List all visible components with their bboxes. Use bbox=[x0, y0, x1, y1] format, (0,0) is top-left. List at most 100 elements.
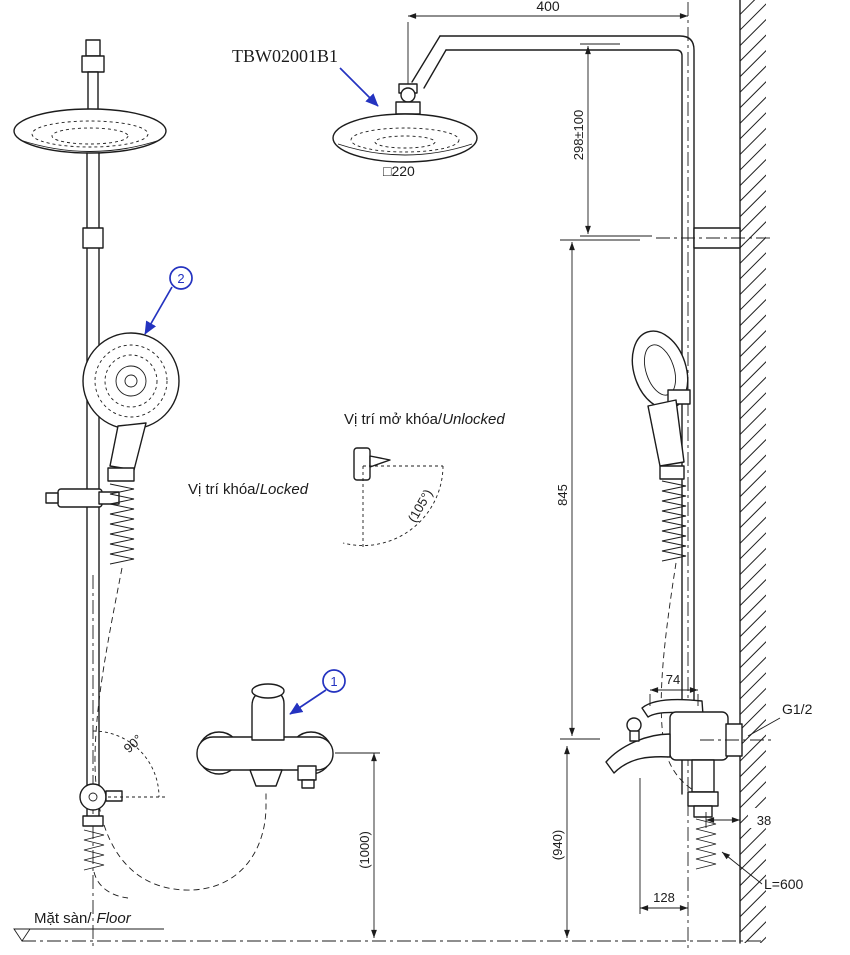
rain-head-detail-rim bbox=[337, 143, 473, 156]
handle-angle-label: (105°) bbox=[405, 487, 436, 525]
angle-reference-lines bbox=[362, 465, 443, 548]
pipe-end-cap bbox=[82, 815, 104, 827]
swivel-knob bbox=[105, 790, 123, 802]
hose-coil-lower bbox=[83, 829, 105, 871]
mixer-outlet-nut bbox=[301, 779, 315, 789]
hand-shower-handle-side bbox=[647, 399, 685, 467]
rain-head-front bbox=[13, 108, 167, 154]
dim-label-1000: (1000) bbox=[357, 831, 372, 869]
front-view: 90° 2 bbox=[13, 39, 267, 947]
head-detail: □220 400 TBW02001B1 bbox=[232, 0, 695, 795]
rain-head-rim bbox=[19, 139, 161, 152]
head-size-label: □220 bbox=[383, 163, 415, 179]
swivel-pin bbox=[88, 792, 98, 802]
callout-2-arrow bbox=[144, 286, 173, 335]
dim-ext-298 bbox=[580, 43, 652, 237]
top-cap bbox=[85, 39, 101, 57]
slide-bar-pipe bbox=[86, 152, 100, 819]
floor-label-vi: Mặt sàn/ bbox=[34, 910, 92, 927]
swivel-joint bbox=[79, 783, 107, 811]
model-arrow bbox=[339, 67, 379, 107]
mixer-body-side bbox=[669, 711, 729, 761]
locked-label-en: Locked bbox=[260, 481, 309, 498]
dim-label-940: (940) bbox=[550, 830, 565, 860]
callout-1-arrow bbox=[289, 689, 327, 715]
ground-symbol bbox=[13, 928, 31, 942]
locked-label: Vị trí khóa/Locked bbox=[188, 481, 309, 498]
dim-label-128: 128 bbox=[653, 890, 675, 905]
dim-ext-74 bbox=[649, 694, 699, 706]
valve-handle-body bbox=[353, 447, 371, 481]
hand-shower-handle bbox=[109, 422, 147, 471]
head-connector bbox=[395, 101, 421, 115]
swivel-angle-arc bbox=[92, 730, 160, 798]
mixer-body bbox=[196, 736, 334, 771]
mixer-front-view: 1 (1000) bbox=[196, 669, 380, 938]
hand-shower-center-dot bbox=[124, 374, 138, 388]
dim-label-74: 74 bbox=[666, 672, 680, 687]
floor-label: Mặt sàn/Floor bbox=[34, 910, 132, 927]
check-valve bbox=[687, 791, 719, 807]
hose-nut-side bbox=[659, 465, 685, 480]
hose-coil-side bbox=[661, 480, 687, 562]
mixer-outlet bbox=[297, 765, 317, 781]
hand-shower-face bbox=[82, 332, 180, 430]
dim-label-38: 38 bbox=[757, 813, 771, 828]
pipe-joint bbox=[82, 227, 104, 249]
floor: Mặt sàn/Floor bbox=[13, 910, 764, 942]
hand-shower-hose-nut bbox=[107, 467, 135, 482]
locked-label-vi: Vị trí khóa/ bbox=[188, 481, 261, 498]
hand-shower-center-ring bbox=[115, 365, 147, 397]
hose-routing-side-dashed bbox=[660, 562, 701, 795]
ball-joint bbox=[400, 87, 416, 103]
unlocked-label-vi: Vị trí mở khóa/ bbox=[344, 411, 443, 428]
mixer-spout-front bbox=[249, 769, 283, 787]
hand-shower-holder bbox=[98, 491, 120, 505]
top-nut bbox=[81, 55, 105, 73]
wall-hatch bbox=[740, 0, 766, 943]
side-view: 298±100 845 (940) 74 38 128 G1/2 L=600 bbox=[550, 0, 813, 950]
callout-2-number: 2 bbox=[177, 271, 184, 286]
floor-label-en: Floor bbox=[97, 910, 132, 927]
model-label: TBW02001B1 bbox=[232, 46, 338, 66]
dim-label-298: 298±100 bbox=[571, 110, 586, 161]
mixer-spout-side bbox=[605, 733, 671, 774]
hand-shower-spray-ring-inner bbox=[104, 354, 158, 408]
callout-1-number: 1 bbox=[330, 674, 337, 689]
thread-label: G1/2 bbox=[782, 701, 813, 717]
mixer-handle bbox=[251, 691, 285, 741]
dim-label-400: 400 bbox=[536, 0, 560, 14]
hose-tail-dashed bbox=[93, 871, 129, 899]
rain-head-detail bbox=[332, 113, 478, 163]
hose-length-label: L=600 bbox=[764, 876, 804, 892]
dim-ext-845 bbox=[560, 239, 640, 740]
handle-angle-arc bbox=[342, 465, 444, 546]
unlocked-label-en: Unlocked bbox=[442, 411, 505, 428]
hose-routing-dashed bbox=[94, 567, 267, 891]
hand-shower-spray-ring-outer bbox=[94, 344, 168, 418]
callout-2-circle bbox=[169, 266, 193, 290]
head-stem bbox=[87, 71, 99, 113]
hose-coil-upper bbox=[109, 483, 135, 565]
shower-arm-outer bbox=[439, 35, 695, 795]
slider-knob bbox=[45, 492, 59, 504]
arm-to-head-join bbox=[411, 35, 447, 89]
diverter-knob bbox=[626, 717, 642, 733]
unlocked-label: Vị trí mở khóa/Unlocked bbox=[344, 411, 505, 428]
mixer-handle-top bbox=[251, 683, 285, 699]
thread-leader bbox=[747, 717, 781, 737]
dim-38-backing bbox=[748, 808, 782, 828]
rain-head-nozzle-ring-outer bbox=[31, 120, 149, 148]
callout-1-circle bbox=[322, 669, 346, 693]
valve-handle-lever bbox=[369, 455, 391, 468]
lock-diagram: Vị trí mở khóa/Unlocked Vị trí khóa/Lock… bbox=[188, 411, 505, 548]
diverter-stem bbox=[629, 730, 640, 742]
hose-coil-outlet bbox=[695, 818, 717, 870]
shower-arm-inner bbox=[445, 49, 683, 795]
outlet-nut-side bbox=[693, 805, 713, 818]
rain-head-detail-ring-outer bbox=[350, 127, 460, 153]
hose-length-leader bbox=[721, 851, 763, 885]
rain-head-nozzle-ring-inner bbox=[51, 127, 129, 145]
